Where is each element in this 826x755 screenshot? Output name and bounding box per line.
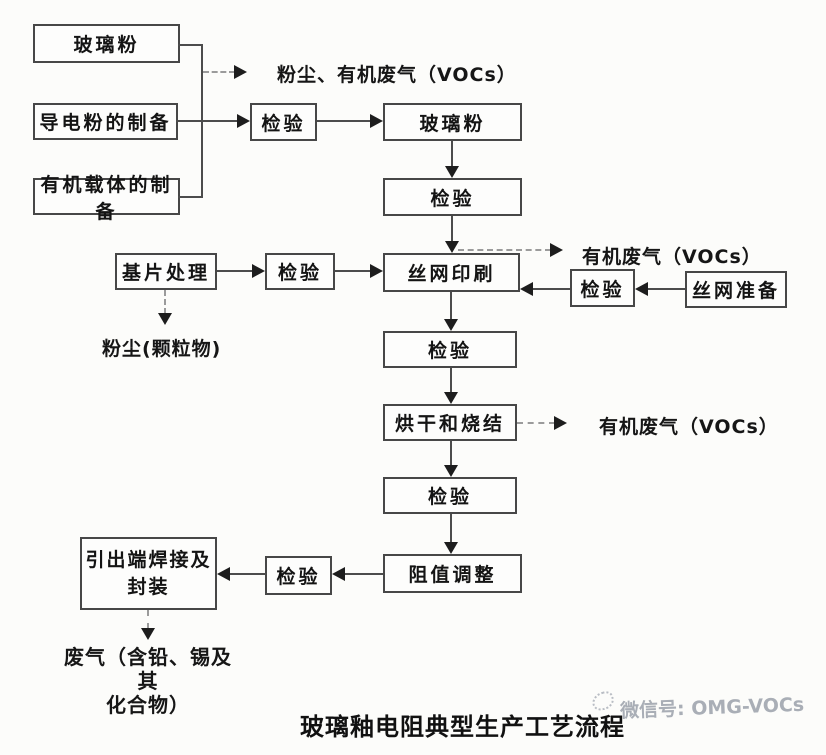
arrowhead-right-icon (234, 65, 247, 79)
watermark-text: 微信号: OMG-VOCs (619, 693, 805, 723)
lead-welding-line2: 封装 (127, 575, 170, 598)
connector (178, 44, 203, 46)
node-resistance-adjustment: 阻值调整 (383, 554, 522, 593)
node-inspection-3: 检验 (265, 253, 335, 290)
node-glass-paste: 玻璃粉 (383, 103, 522, 141)
arrowhead-left-icon (635, 282, 648, 296)
arrowhead-down-icon (444, 465, 458, 477)
lead-welding-line1: 引出端焊接及 (85, 548, 212, 571)
connector (451, 141, 453, 167)
arrowhead-right-icon (554, 416, 567, 430)
connector (450, 292, 452, 320)
arrowhead-down-icon (141, 628, 155, 640)
connector (450, 441, 452, 466)
connector (531, 288, 570, 290)
emission-dust-particulates: 粉尘(颗粒物) (102, 338, 222, 360)
arrowhead-right-icon (370, 264, 383, 278)
connector (451, 216, 453, 242)
node-lead-welding-packaging: 引出端焊接及 封装 (80, 537, 217, 610)
node-inspection-5: 检验 (383, 331, 517, 368)
emission-lead-tin-waste: 废气（含铅、锡及其 化合物） (56, 645, 240, 717)
node-inspection-1: 检验 (250, 103, 317, 141)
node-conductive-powder-prep: 导电粉的制备 (33, 103, 178, 140)
emission-connector (203, 71, 235, 73)
connector (178, 196, 203, 198)
node-substrate-treatment: 基片处理 (115, 253, 217, 290)
node-inspection-6: 检验 (383, 477, 517, 514)
node-inspection-4: 检验 (570, 269, 635, 307)
arrowhead-down-icon (158, 313, 172, 325)
emission-connector (164, 290, 166, 314)
connector (646, 288, 685, 290)
connector (230, 573, 266, 575)
connector (317, 120, 371, 122)
connector (345, 573, 383, 575)
connector (217, 270, 254, 272)
connector (176, 120, 238, 122)
node-glass-powder-top: 玻璃粉 (33, 24, 180, 63)
arrowhead-right-icon (370, 114, 383, 128)
emission-organic-vocs-top: 有机废气（VOCs） (582, 246, 762, 268)
lead-tin-waste-line2: 化合物） (106, 693, 190, 717)
arrowhead-down-icon (445, 166, 459, 178)
node-screen-preparation: 丝网准备 (685, 271, 787, 308)
emission-connector (458, 249, 551, 251)
emission-organic-vocs-mid: 有机废气（VOCs） (599, 416, 779, 438)
arrowhead-down-icon (444, 319, 458, 331)
arrowhead-right-icon (252, 264, 265, 278)
arrowhead-down-icon (444, 542, 458, 554)
diagram-title: 玻璃釉电阻典型生产工艺流程 (300, 713, 625, 741)
node-drying-sintering: 烘干和烧结 (383, 404, 517, 441)
emission-connector (147, 610, 149, 629)
node-inspection-7: 检验 (265, 556, 332, 595)
arrowhead-right-icon (550, 243, 563, 257)
connector (450, 368, 452, 393)
connector (335, 270, 371, 272)
emission-dust-organic-vocs: 粉尘、有机废气（VOCs） (277, 64, 517, 86)
arrowhead-right-icon (237, 114, 250, 128)
connector (450, 514, 452, 543)
arrowhead-left-icon (332, 567, 345, 581)
arrowhead-down-icon (445, 241, 459, 253)
node-screen-printing: 丝网印刷 (383, 253, 520, 292)
arrowhead-left-icon (520, 282, 533, 296)
node-inspection-2: 检验 (383, 178, 522, 216)
node-organic-carrier-prep: 有机载体的制备 (33, 174, 180, 223)
lead-tin-waste-line1: 废气（含铅、锡及其 (64, 645, 232, 693)
arrowhead-down-icon (444, 392, 458, 404)
emission-connector (517, 422, 555, 424)
arrowhead-left-icon (217, 567, 230, 581)
